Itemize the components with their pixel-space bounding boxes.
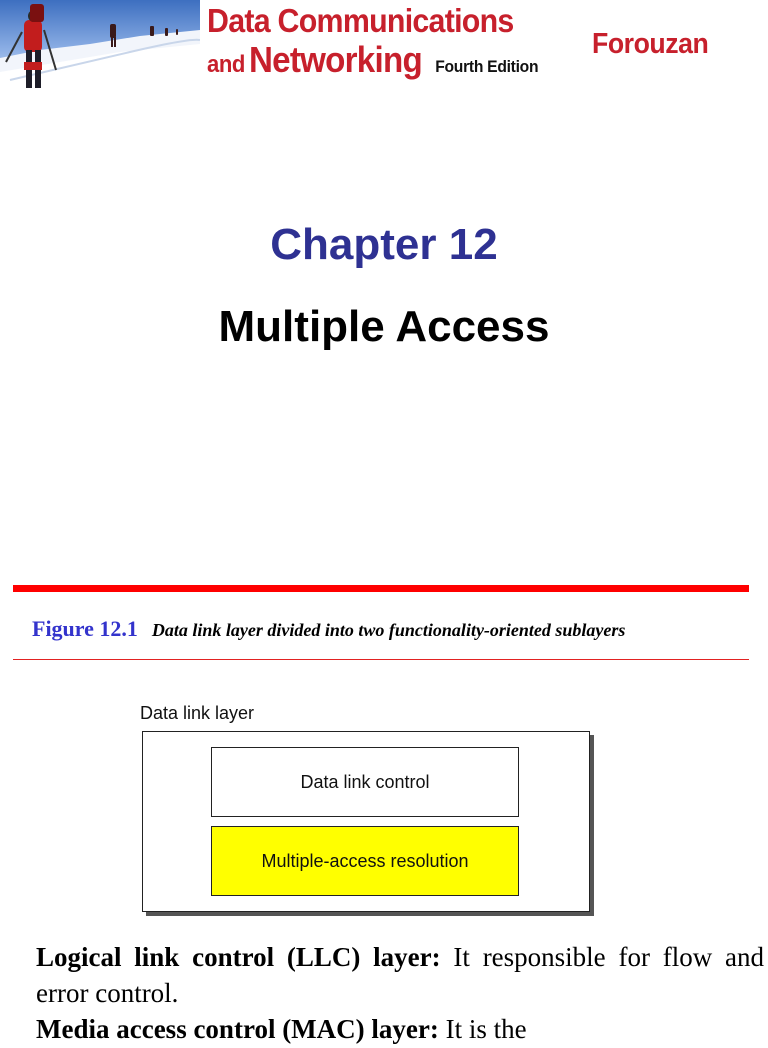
book-title-line2: and Networking Fourth Edition [207,39,539,80]
multiple-access-resolution-box: Multiple-access resolution [211,826,519,896]
data-link-control-box: Data link control [211,747,519,817]
data-link-layer-label: Data link layer [140,703,255,723]
llc-term: Logical link control (LLC) layer: [36,942,441,972]
book-title-line1: Data Communications [207,2,514,39]
data-link-control-label: Data link control [300,771,430,792]
chapter-title: Multiple Access [218,302,550,351]
multiple-access-resolution-label: Multiple-access resolution [261,850,469,871]
mountaineers-photo [0,0,200,93]
book-title-and: and [207,51,245,78]
book-title: Data Communications and Networking Fourt… [207,4,567,78]
figure-label: Figure 12.1 [32,616,138,641]
llc-description: It responsible for flow and error contro… [36,942,764,1008]
mountaineers-illustration [0,0,200,93]
mac-term: Media access control (MAC) layer: [36,1013,439,1044]
book-author: Forouzan [592,28,709,60]
slide-divider [13,585,749,592]
llc-paragraph: Logical link control (LLC) layer: It res… [36,940,764,1012]
mac-paragraph: Media access control (MAC) layer: It is … [36,1012,764,1048]
mac-description: It is the [438,1013,527,1044]
slide-body-text: Logical link control (LLC) layer: It res… [36,940,764,1048]
book-title-networking: Networking [248,39,423,80]
header-banner: Data Communications and Networking Fourt… [0,0,768,94]
caption-underline [13,659,749,660]
chapter-number: Chapter 12 [270,220,498,269]
figure-description: Data link layer divided into two functio… [151,620,626,640]
book-edition: Fourth Edition [435,57,539,76]
figure-caption: Figure 12.1 Data link layer divided into… [32,616,752,642]
